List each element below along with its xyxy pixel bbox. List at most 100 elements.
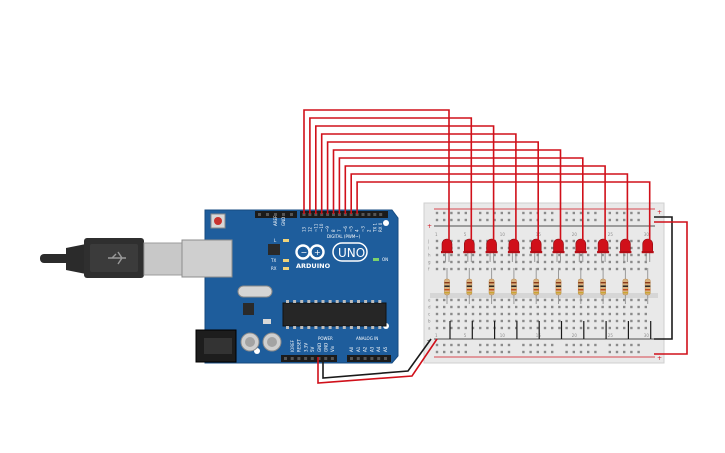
rail-hole[interactable] xyxy=(493,343,496,347)
rail-hole[interactable] xyxy=(536,343,539,347)
breadboard-hole[interactable] xyxy=(637,267,640,271)
breadboard-hole[interactable] xyxy=(587,326,590,330)
breadboard-hole[interactable] xyxy=(558,253,561,257)
breadboard-hole[interactable] xyxy=(615,267,619,271)
breadboard-hole[interactable] xyxy=(435,312,439,316)
rail-hole[interactable] xyxy=(579,343,583,347)
breadboard-hole[interactable] xyxy=(515,298,518,302)
rail-hole[interactable] xyxy=(630,211,633,215)
breadboard-hole[interactable] xyxy=(623,312,626,316)
rail-hole[interactable] xyxy=(565,343,568,347)
rail-hole[interactable] xyxy=(507,350,511,354)
breadboard-hole[interactable] xyxy=(601,319,604,323)
breadboard-hole[interactable] xyxy=(565,298,568,302)
breadboard-hole[interactable] xyxy=(464,267,467,271)
breadboard-hole[interactable] xyxy=(637,239,640,243)
rail-hole[interactable] xyxy=(637,211,640,215)
rail-hole[interactable] xyxy=(507,211,511,215)
breadboard-hole[interactable] xyxy=(435,253,439,257)
breadboard-hole[interactable] xyxy=(558,260,561,264)
rail-hole[interactable] xyxy=(464,343,467,347)
breadboard-hole[interactable] xyxy=(558,305,561,309)
rail-hole[interactable] xyxy=(529,350,532,354)
breadboard-hole[interactable] xyxy=(623,305,626,309)
breadboard-hole[interactable] xyxy=(529,246,532,250)
wire-rail-plus-link[interactable] xyxy=(654,221,688,355)
header-socket[interactable] xyxy=(373,213,377,216)
header-socket[interactable] xyxy=(317,357,321,360)
signal-wire[interactable] xyxy=(303,109,450,240)
breadboard-hole[interactable] xyxy=(457,305,460,309)
rail-hole[interactable] xyxy=(493,211,496,215)
rail-hole[interactable] xyxy=(435,350,439,354)
rail-hole[interactable] xyxy=(587,350,590,354)
breadboard-hole[interactable] xyxy=(507,326,511,330)
breadboard-hole[interactable] xyxy=(435,326,439,330)
rail-hole[interactable] xyxy=(594,211,597,215)
rail-hole[interactable] xyxy=(572,211,575,215)
breadboard-hole[interactable] xyxy=(529,305,532,309)
signal-wire[interactable] xyxy=(344,165,606,240)
rail-hole[interactable] xyxy=(608,343,611,347)
breadboard-hole[interactable] xyxy=(572,298,575,302)
rail-hole[interactable] xyxy=(608,350,611,354)
breadboard-hole[interactable] xyxy=(637,260,640,264)
rail-hole[interactable] xyxy=(486,343,489,347)
rail-hole[interactable] xyxy=(637,343,640,347)
breadboard-hole[interactable] xyxy=(450,260,453,264)
red-led[interactable] xyxy=(486,238,497,253)
breadboard-hole[interactable] xyxy=(479,326,482,330)
breadboard-hole[interactable] xyxy=(608,312,611,316)
breadboard-hole[interactable] xyxy=(601,305,604,309)
rail-hole[interactable] xyxy=(579,211,583,215)
breadboard-hole[interactable] xyxy=(615,319,619,323)
rail-hole[interactable] xyxy=(608,211,611,215)
breadboard-hole[interactable] xyxy=(551,267,554,271)
rail-hole[interactable] xyxy=(435,218,439,222)
breadboard-hole[interactable] xyxy=(572,319,575,323)
rail-hole[interactable] xyxy=(493,350,496,354)
breadboard-hole[interactable] xyxy=(551,239,554,243)
breadboard-hole[interactable] xyxy=(587,267,590,271)
header-socket[interactable] xyxy=(320,213,324,216)
header-socket[interactable] xyxy=(304,357,308,360)
breadboard-hole[interactable] xyxy=(507,260,511,264)
header-socket[interactable] xyxy=(297,357,301,360)
breadboard-hole[interactable] xyxy=(601,253,604,257)
reset-button-cap[interactable] xyxy=(214,217,222,225)
breadboard-hole[interactable] xyxy=(486,305,489,309)
breadboard-hole[interactable] xyxy=(450,305,453,309)
breadboard-hole[interactable] xyxy=(450,267,453,271)
breadboard-hole[interactable] xyxy=(507,239,511,243)
header-socket[interactable] xyxy=(284,357,287,360)
breadboard-hole[interactable] xyxy=(507,298,511,302)
breadboard-hole[interactable] xyxy=(608,260,611,264)
breadboard-hole[interactable] xyxy=(579,312,583,316)
rail-hole[interactable] xyxy=(522,350,525,354)
header-socket[interactable] xyxy=(314,213,318,216)
rail-hole[interactable] xyxy=(479,350,482,354)
breadboard-hole[interactable] xyxy=(630,267,633,271)
breadboard-hole[interactable] xyxy=(443,319,446,323)
red-led[interactable] xyxy=(530,238,542,253)
breadboard-hole[interactable] xyxy=(543,253,547,257)
breadboard-hole[interactable] xyxy=(529,239,532,243)
breadboard-hole[interactable] xyxy=(543,305,547,309)
rail-hole[interactable] xyxy=(507,343,511,347)
breadboard-hole[interactable] xyxy=(536,267,539,271)
breadboard-hole[interactable] xyxy=(507,312,511,316)
breadboard-hole[interactable] xyxy=(529,267,532,271)
rail-hole[interactable] xyxy=(623,350,626,354)
breadboard-hole[interactable] xyxy=(464,305,467,309)
signal-wire[interactable] xyxy=(315,125,495,240)
breadboard-hole[interactable] xyxy=(529,312,532,316)
breadboard-hole[interactable] xyxy=(637,253,640,257)
breadboard-hole[interactable] xyxy=(457,260,460,264)
breadboard-hole[interactable] xyxy=(493,298,496,302)
breadboard-hole[interactable] xyxy=(579,326,583,330)
breadboard-hole[interactable] xyxy=(601,260,604,264)
breadboard-hole[interactable] xyxy=(450,312,453,316)
wire-gnd-to-rail[interactable] xyxy=(322,338,432,379)
header-socket[interactable] xyxy=(349,213,353,216)
usb-cable[interactable] xyxy=(40,238,183,278)
